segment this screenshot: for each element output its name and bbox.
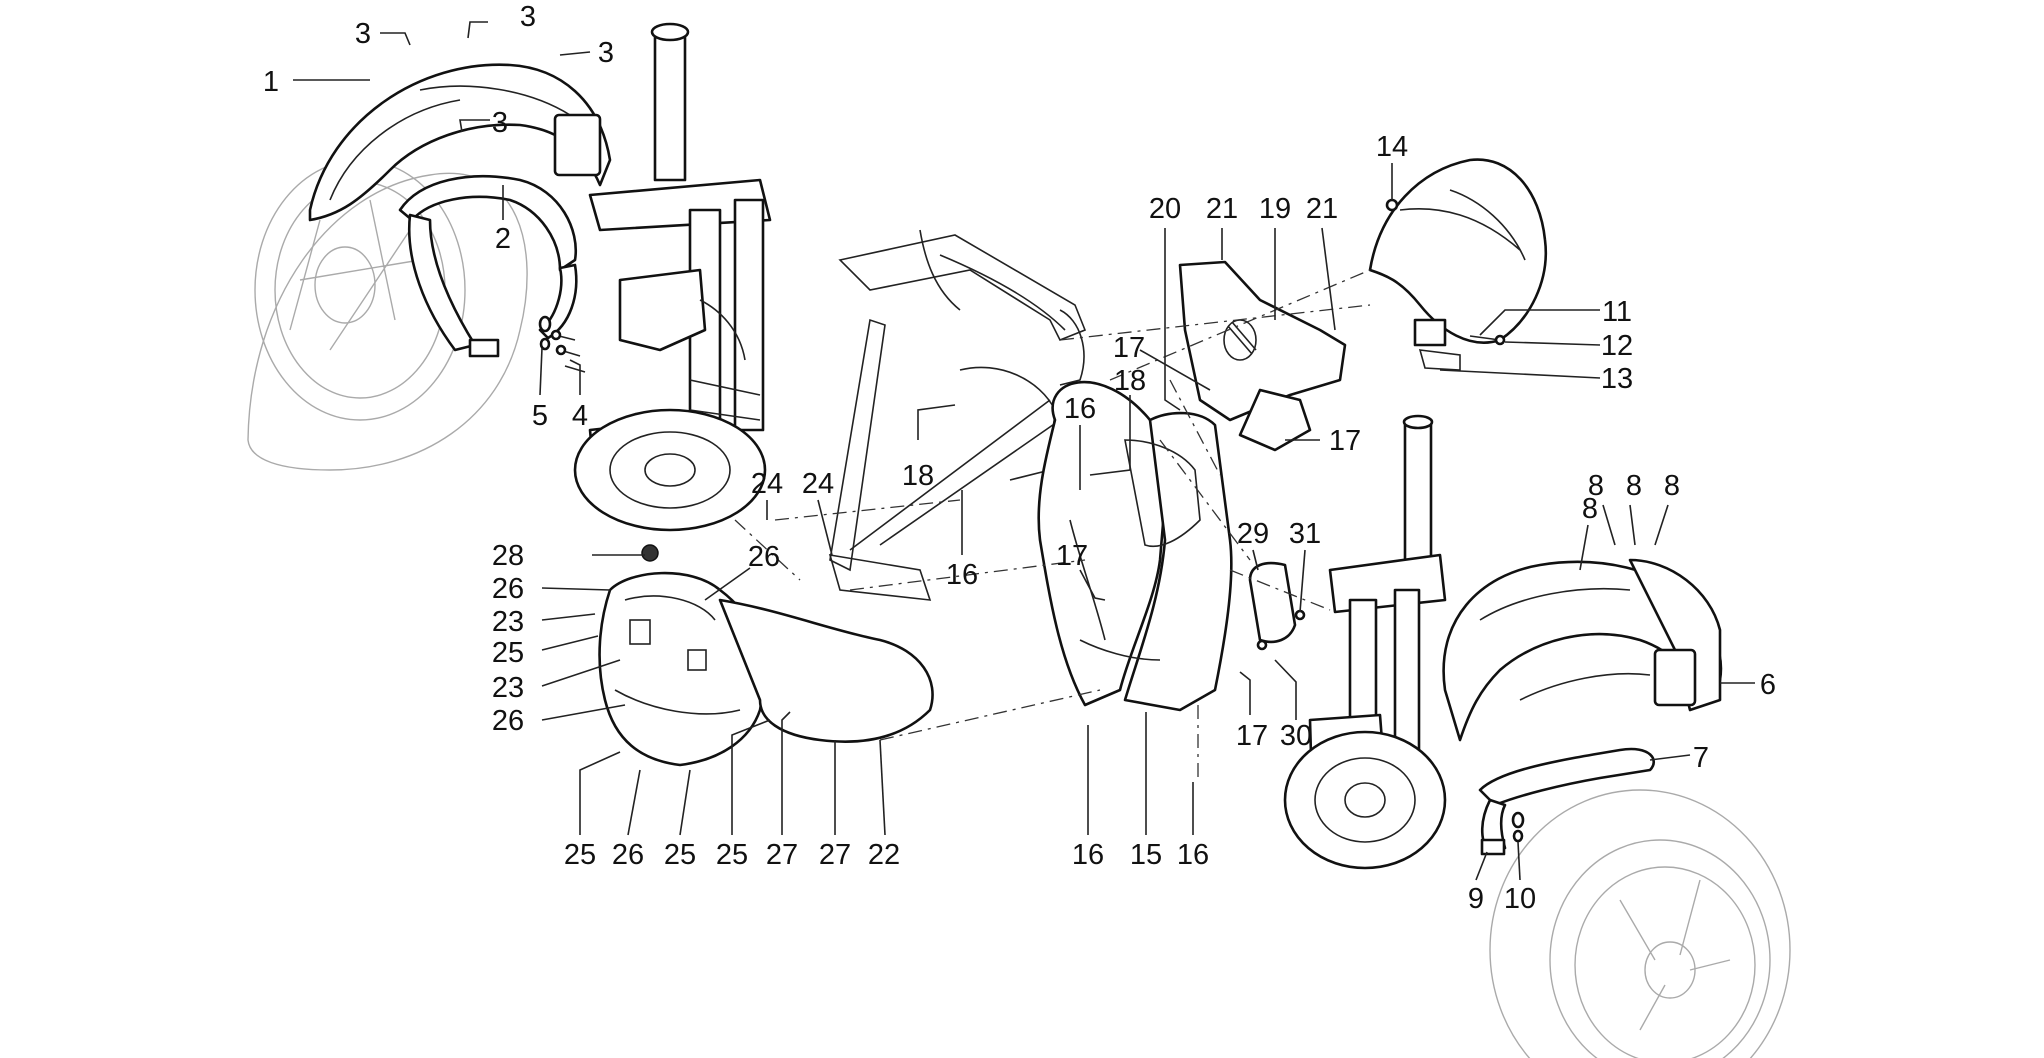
callout-24: 24	[751, 468, 783, 500]
callout-27: 27	[819, 839, 851, 871]
callout-17: 17	[1329, 425, 1361, 457]
callout-16: 16	[1064, 393, 1096, 425]
front-mudguard-right-6[interactable]	[1442, 558, 1723, 742]
bracket-13[interactable]	[1418, 349, 1461, 371]
callout-13: 13	[1601, 363, 1633, 395]
callout-8: 8	[1664, 470, 1680, 502]
screw-9[interactable]	[1480, 838, 1506, 856]
callout-14: 14	[1376, 131, 1408, 163]
callout-26: 26	[748, 541, 780, 573]
callout-8: 8	[1588, 470, 1604, 502]
callout-18: 18	[1114, 365, 1146, 397]
callout-1: 1	[263, 66, 279, 98]
callout-25: 25	[664, 839, 696, 871]
callout-2: 2	[495, 223, 511, 255]
callout-4: 4	[572, 400, 588, 432]
callout-25: 25	[564, 839, 596, 871]
mudguard-bracket-left[interactable]	[398, 174, 578, 358]
callout-26: 26	[612, 839, 644, 871]
screw-14[interactable]	[1385, 198, 1399, 212]
callout-8: 8	[1582, 493, 1598, 525]
callout-17: 17	[1056, 540, 1088, 572]
assembly-lines	[734, 269, 1371, 780]
callout-21: 21	[1306, 193, 1338, 225]
callout-25: 25	[716, 839, 748, 871]
front-wheel-right	[1489, 789, 1791, 1058]
callout-26: 26	[492, 705, 524, 737]
screw-31[interactable]	[1294, 609, 1306, 621]
brake-disc-right	[1283, 730, 1447, 870]
callout-8: 8	[1626, 470, 1642, 502]
callout-26: 26	[492, 573, 524, 605]
front-shield-22[interactable]	[598, 571, 934, 767]
rear-cover-11[interactable]	[1368, 158, 1548, 347]
callout-18: 18	[902, 460, 934, 492]
callout-16: 16	[1072, 839, 1104, 871]
callout-20: 20	[1149, 193, 1181, 225]
callout-3: 3	[492, 107, 508, 139]
callout-23: 23	[492, 606, 524, 638]
callout-6: 6	[1760, 669, 1776, 701]
callout-10: 10	[1504, 883, 1536, 915]
leg-shield-inner-15[interactable]	[1037, 380, 1233, 712]
callout-3: 3	[598, 37, 614, 69]
screw-4[interactable]	[550, 329, 586, 373]
scooter-frame	[828, 229, 1087, 601]
inner-panel-19[interactable]	[1178, 260, 1347, 452]
callout-9: 9	[1468, 883, 1484, 915]
callout-16: 16	[946, 559, 978, 591]
callout-3: 3	[355, 18, 371, 50]
callout-16: 16	[1177, 839, 1209, 871]
screw-30[interactable]	[1256, 639, 1268, 651]
leader-lines	[293, 21, 1755, 881]
washer-5[interactable]	[538, 315, 552, 351]
front-wheel-left	[247, 159, 528, 471]
callout-22: 22	[868, 839, 900, 871]
callout-28: 28	[492, 540, 524, 572]
callout-31: 31	[1289, 518, 1321, 550]
front-mudguard-upper[interactable]	[308, 63, 612, 222]
callout-21: 21	[1206, 193, 1238, 225]
callout-15: 15	[1130, 839, 1162, 871]
callout-labels: 1 2 3 3 3 3 4 5 6 7 8 8 8 8 9 10 11 12 1…	[263, 1, 1776, 915]
callout-23: 23	[492, 672, 524, 704]
callout-12: 12	[1601, 330, 1633, 362]
callout-24: 24	[802, 468, 834, 500]
callout-25: 25	[492, 637, 524, 669]
callout-30: 30	[1280, 720, 1312, 752]
callout-3: 3	[520, 1, 536, 33]
callout-17: 17	[1113, 332, 1145, 364]
callout-11: 11	[1602, 296, 1632, 328]
mudguard-bracket-right-7[interactable]	[1478, 747, 1656, 852]
callout-27: 27	[766, 839, 798, 871]
callout-19: 19	[1259, 193, 1291, 225]
washer-10[interactable]	[1511, 811, 1525, 843]
callout-7: 7	[1693, 742, 1709, 774]
panel-29[interactable]	[1248, 561, 1297, 644]
cap-28[interactable]	[641, 544, 659, 562]
callout-17: 17	[1236, 720, 1268, 752]
screw-12[interactable]	[1469, 334, 1506, 346]
callout-5: 5	[532, 400, 548, 432]
callout-29: 29	[1237, 518, 1269, 550]
brake-disc-left	[573, 408, 767, 532]
